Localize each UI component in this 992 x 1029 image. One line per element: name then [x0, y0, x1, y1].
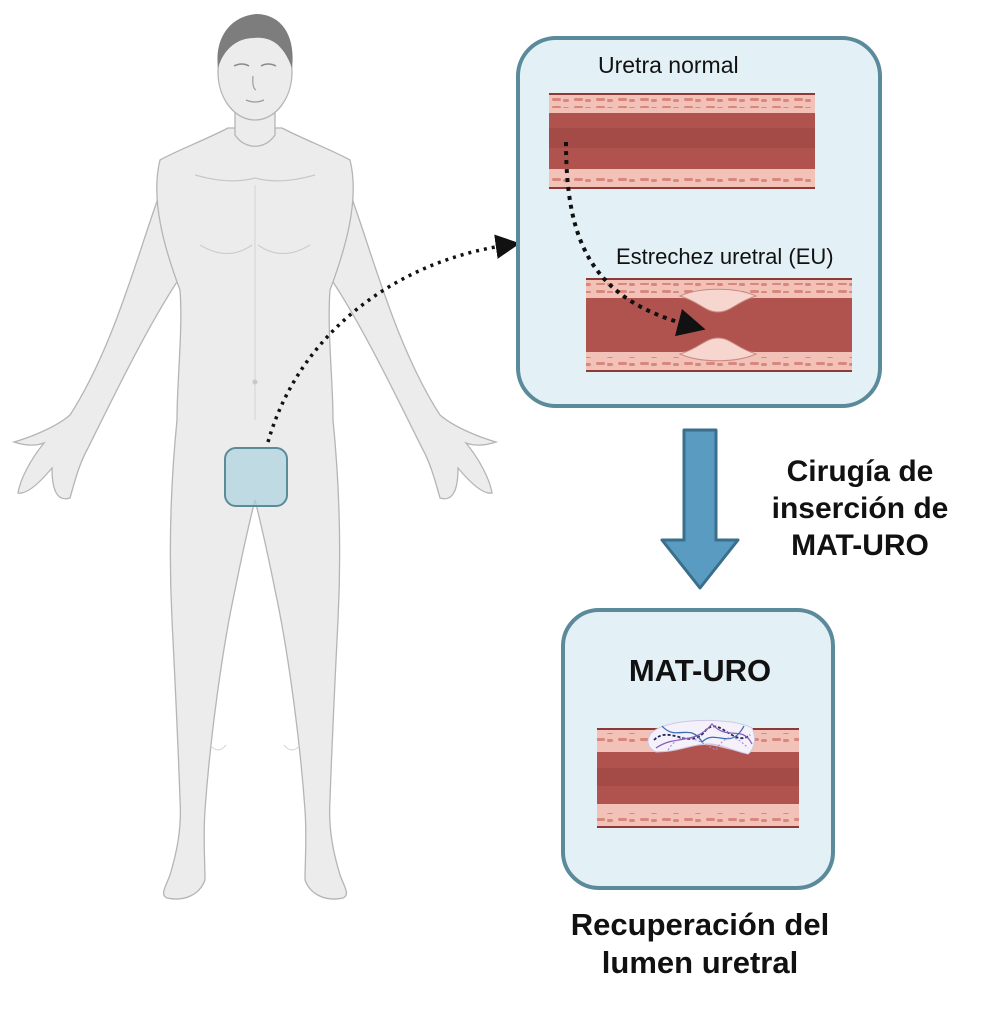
urethra-highlight-box [224, 447, 288, 507]
stricture-urethra-tube-icon [586, 278, 852, 372]
recovery-label: Recuperación del lumen uretral [570, 907, 830, 980]
normal-urethra-tube-icon [549, 93, 815, 189]
stricture-dotted-arrow [564, 141, 706, 337]
stricture-label: Estrechez uretral (EU) [616, 244, 834, 269]
surgery-label: Cirugía de inserción de MAT-URO [771, 455, 949, 562]
mesh-scaffold-icon [647, 719, 755, 755]
normal-urethra-label: Uretra normal [598, 52, 739, 78]
surgery-down-arrow-icon [660, 428, 740, 590]
mat-uro-label: MAT-URO [628, 653, 772, 688]
